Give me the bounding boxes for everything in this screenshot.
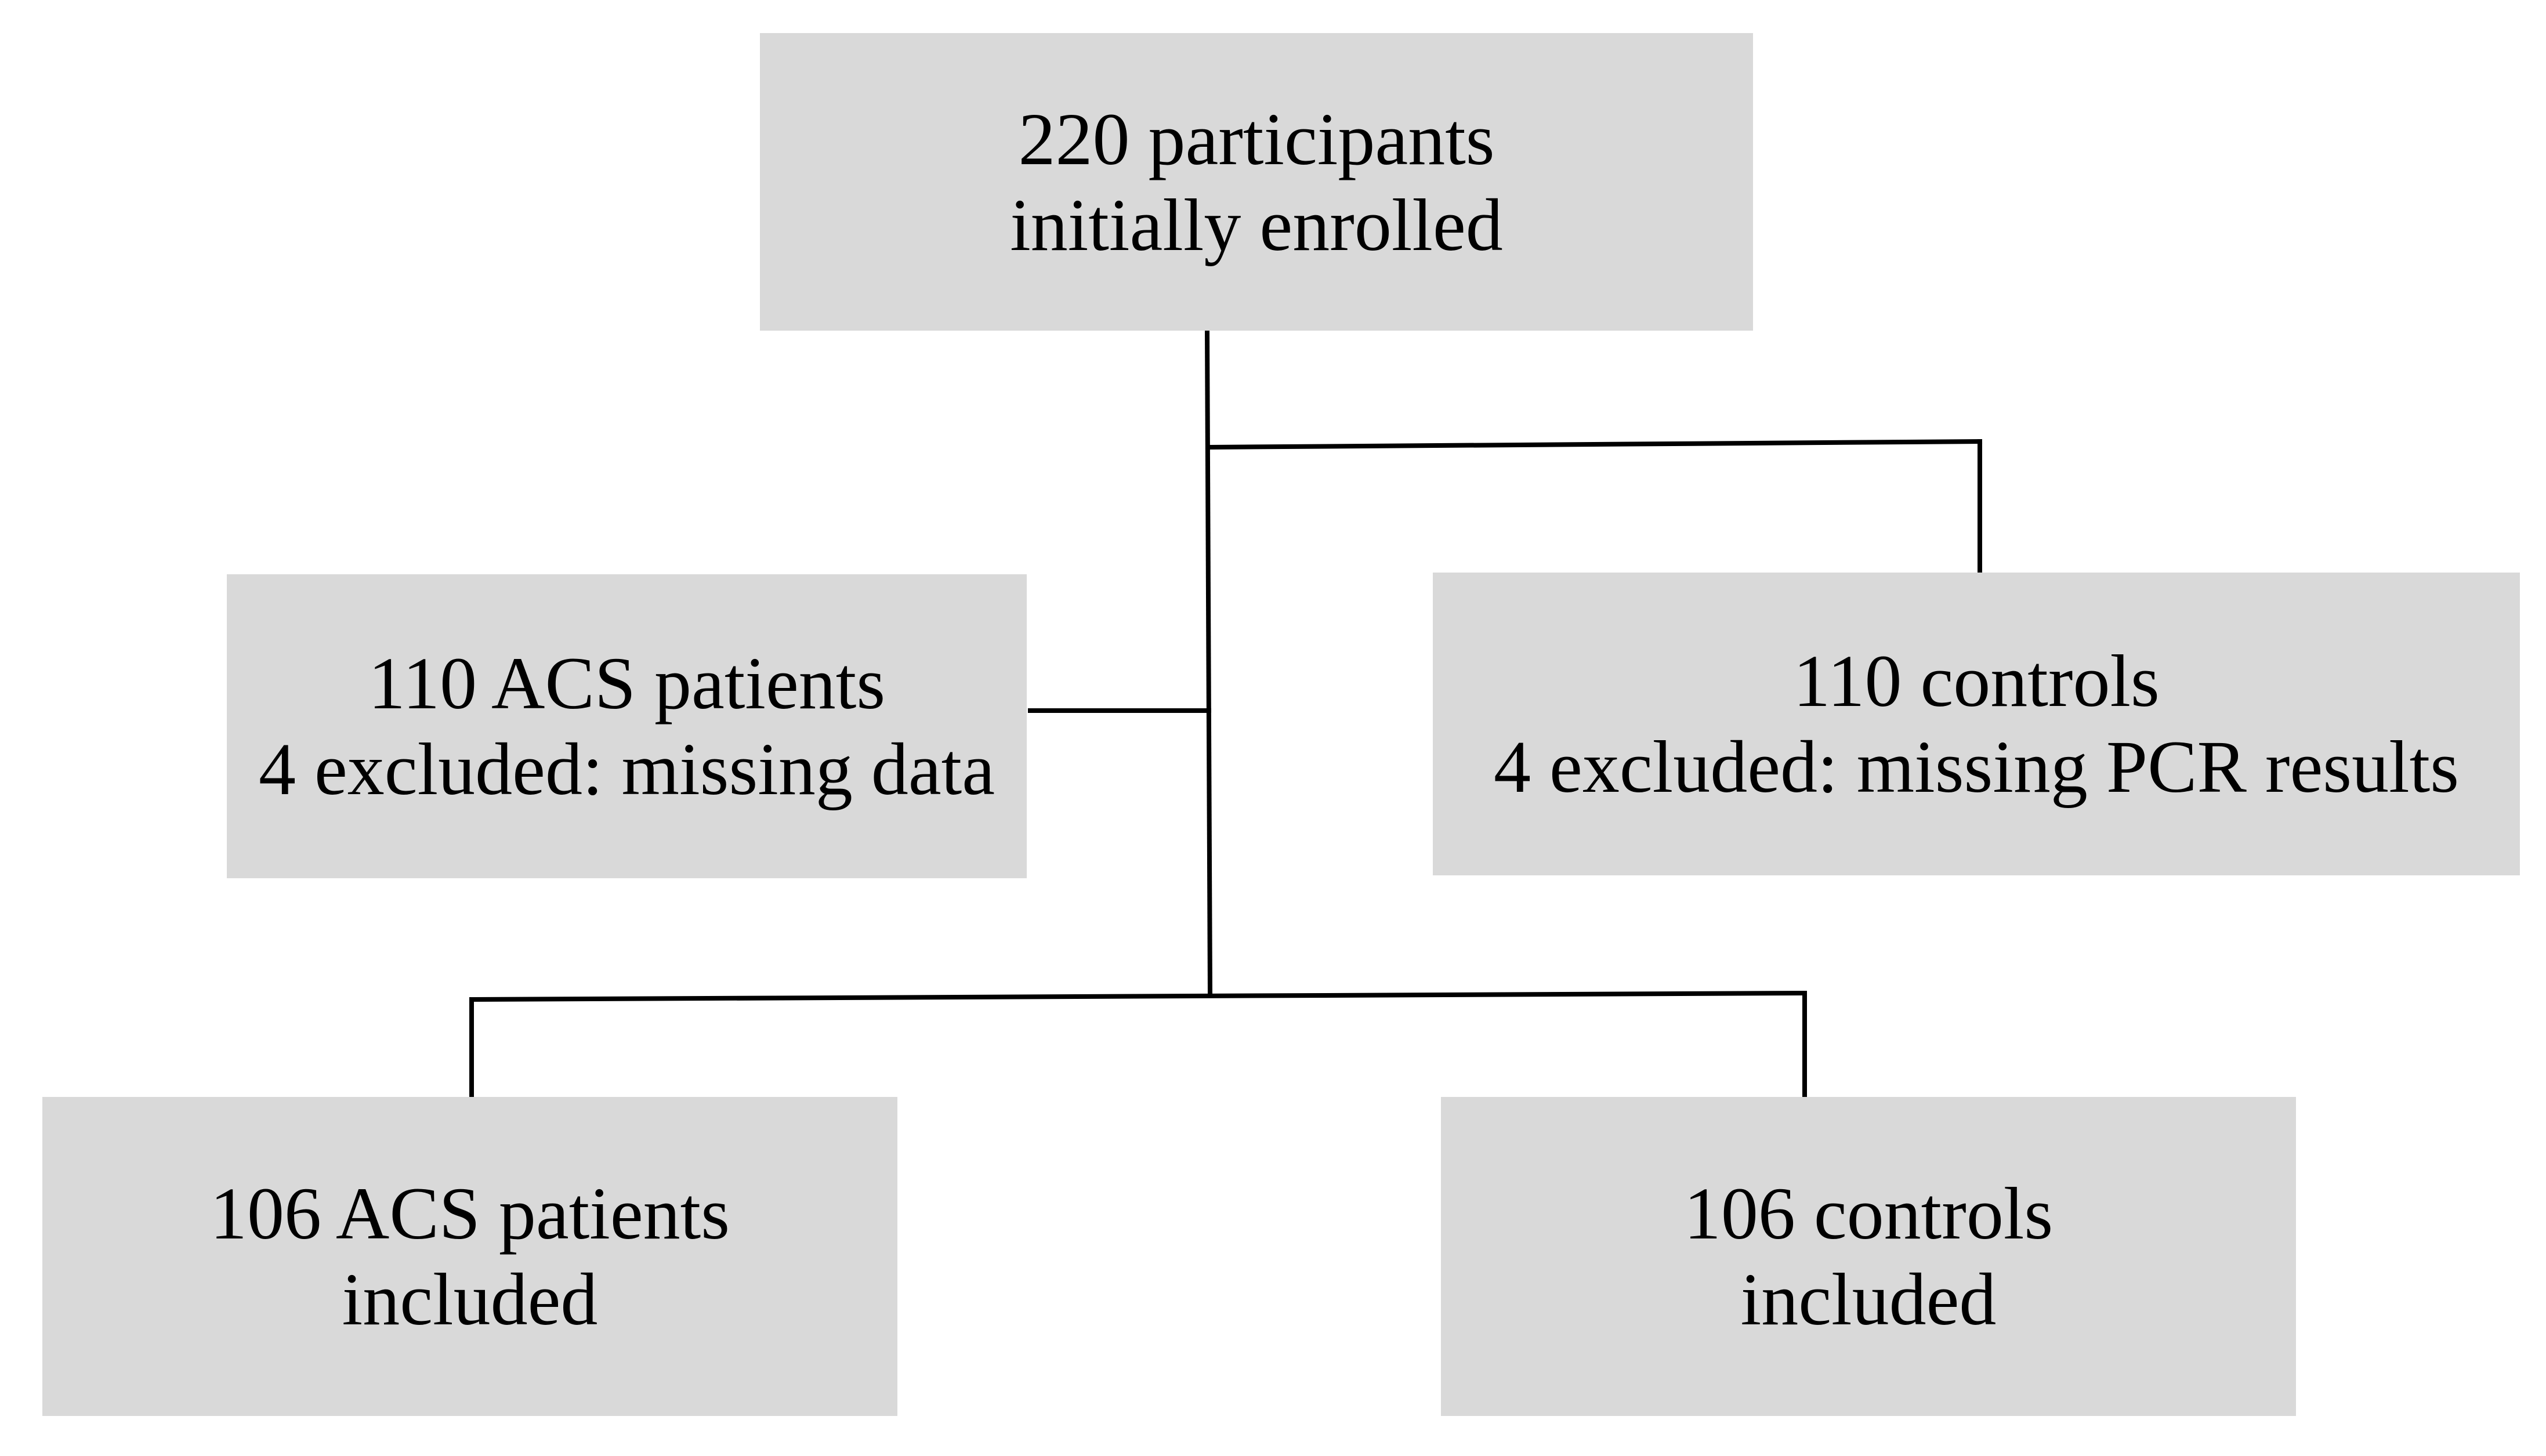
acs-patients-exclusion-label: 4 excluded: missing data [258,728,995,810]
controls-box: 110 controls 4 excluded: missing PCR res… [1433,573,2520,875]
acs-patients-box: 110 ACS patients 4 excluded: missing dat… [227,574,1027,878]
controls-count-label: 110 controls [1793,640,2160,722]
acs-included-status-label: included [342,1258,598,1341]
controls-exclusion-label: 4 excluded: missing PCR results [1494,726,2459,808]
controls-included-count-label: 106 controls [1683,1172,2054,1255]
enrolled-box: 220 participants initially enrolled [760,33,1753,331]
controls-included-status-label: included [1740,1258,1997,1341]
controls-included-box: 106 controls included [1441,1097,2296,1416]
enrolled-count-label: 220 participants [1018,97,1495,180]
enrolled-status-label: initially enrolled [1010,183,1503,266]
trunk-top-to-split [1204,328,1213,997]
acs-included-count-label: 106 ACS patients [209,1172,730,1255]
acs-patients-count-label: 110 ACS patients [368,642,886,725]
split-horizontal [469,990,1808,1002]
acs-included-box: 106 ACS patients included [42,1097,897,1416]
branch-to-controls-horizontal [1205,439,1983,450]
